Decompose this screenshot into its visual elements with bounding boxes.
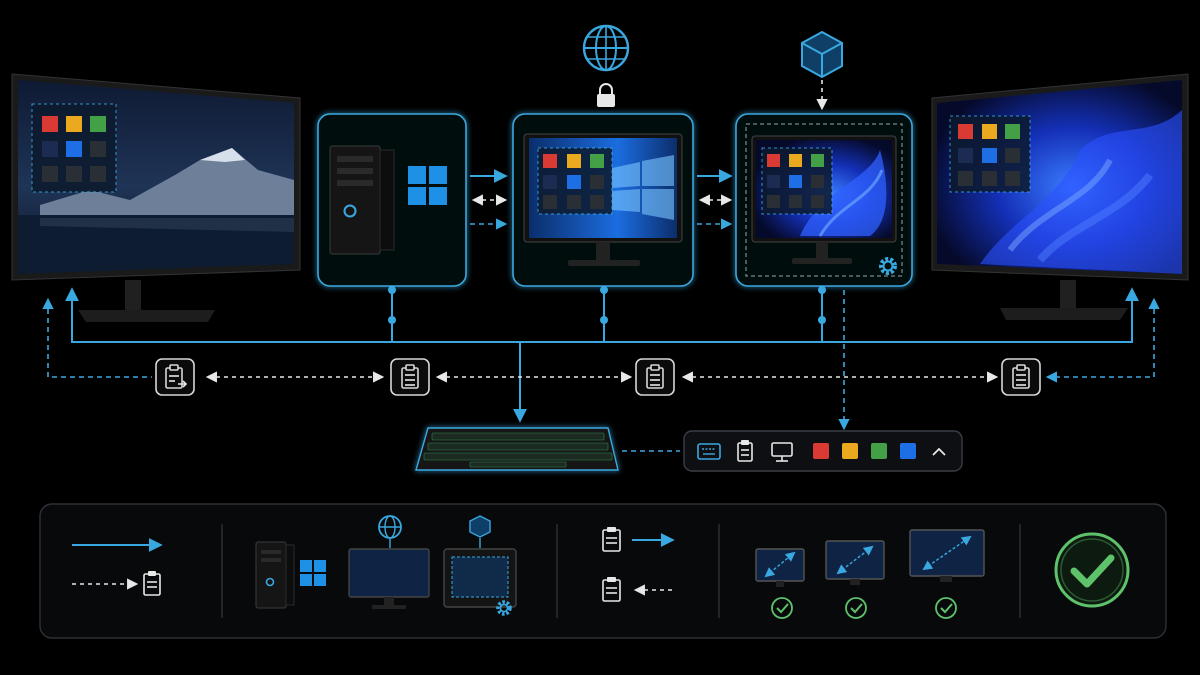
legend-cube-icon	[469, 515, 491, 548]
legend-managed-monitor-icon	[443, 548, 517, 608]
legend-gear-icon	[496, 600, 512, 616]
green-swatch[interactable]	[871, 443, 887, 459]
clipboard-badge-4	[1001, 358, 1041, 396]
legend-panel	[39, 503, 1167, 639]
pc-source-box	[317, 113, 467, 287]
legend-clipboard-receive-icon	[602, 577, 676, 602]
connection-secure-to-managed-monitor	[697, 169, 733, 230]
clipboard-badge-2	[390, 358, 430, 396]
clipboard-badge-1	[155, 358, 195, 396]
gear-icon	[879, 257, 897, 275]
cube-icon	[801, 30, 843, 79]
legend-resize-small	[755, 548, 805, 619]
legend-clipboard-icon	[143, 571, 161, 596]
globe-icon	[582, 24, 630, 72]
chevron-up-icon[interactable]	[932, 447, 946, 456]
legend-resize-medium	[825, 540, 885, 619]
monitor-icon[interactable]	[771, 442, 793, 462]
left-monitor	[11, 73, 301, 322]
red-swatch[interactable]	[813, 443, 829, 459]
keyboard-icon[interactable]	[697, 443, 721, 460]
legend-globe-icon	[378, 515, 402, 548]
legend-windows-icon	[300, 560, 326, 586]
clipboard-bus	[42, 290, 1160, 431]
legend-monitor-icon	[348, 548, 430, 609]
big-check-icon	[1054, 532, 1130, 608]
input-bus	[65, 286, 1139, 423]
clipboard-icon[interactable]	[737, 440, 753, 462]
windows-logo-icon	[408, 166, 447, 205]
blue-swatch[interactable]	[900, 443, 916, 459]
managed-monitor-box	[735, 113, 913, 287]
tower-pc-icon	[329, 145, 395, 255]
legend-tower-icon	[255, 541, 295, 609]
legend-resize-large	[909, 529, 985, 619]
switch-toolbar	[683, 430, 963, 472]
keyboard	[415, 427, 619, 471]
clipboard-badge-3	[635, 358, 675, 396]
secure-monitor-box	[512, 113, 694, 287]
legend-clipboard-send-icon	[602, 527, 675, 552]
yellow-swatch[interactable]	[842, 443, 858, 459]
connection-pc-to-secure-monitor	[470, 169, 508, 230]
right-monitor	[931, 73, 1189, 320]
lock-icon	[597, 83, 615, 107]
